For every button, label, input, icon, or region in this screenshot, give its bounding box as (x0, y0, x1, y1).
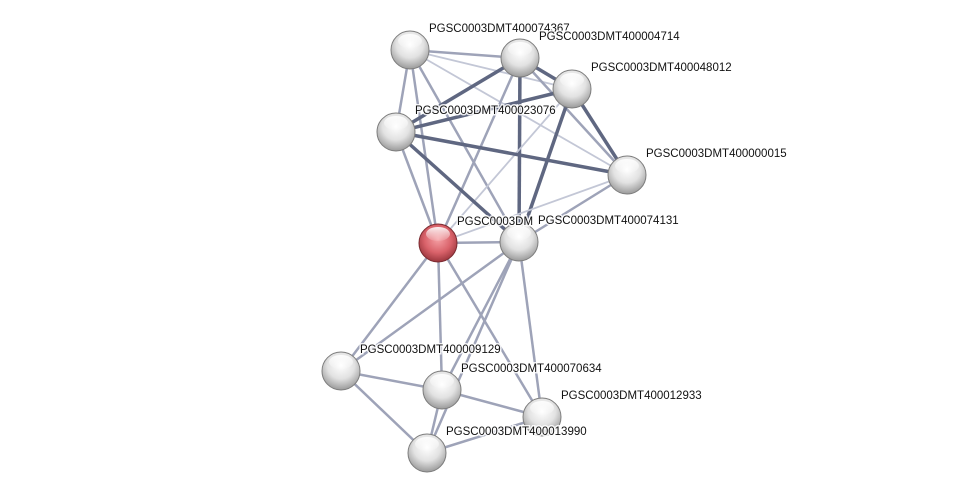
node-highlight (426, 227, 450, 241)
node-label: PGSC0003DMT400013990 (446, 426, 587, 438)
edge-C-D[interactable] (395, 87, 573, 134)
node-highlight (530, 401, 554, 415)
edge-G-K[interactable] (425, 241, 521, 454)
edge-F-J[interactable] (436, 242, 544, 418)
edge-G-H[interactable] (340, 240, 520, 373)
edge-E-F[interactable] (437, 174, 628, 244)
edge-G-I[interactable] (440, 241, 521, 391)
edge-B-D[interactable] (395, 56, 521, 134)
edge-B-E[interactable] (519, 57, 628, 176)
edges-layer (340, 48, 629, 455)
node-highlight (415, 437, 439, 451)
node-label: PGSC0003DMT400012933 (561, 390, 702, 402)
node-label: PGSC0003DMT400074367 (429, 23, 570, 35)
query-node[interactable] (418, 223, 458, 263)
node-label: PGSC0003DMT400004714 (539, 31, 680, 43)
node-label: PGSC0003DMT400023076 (415, 105, 556, 117)
edge-A-F[interactable] (408, 49, 440, 244)
protein-node[interactable] (552, 69, 592, 109)
edge-H-K[interactable] (340, 370, 428, 454)
edge-G-J[interactable] (517, 241, 544, 418)
node-highlight (507, 226, 531, 240)
edge-A-C[interactable] (409, 49, 573, 90)
node-label: PGSC0003DM (457, 216, 533, 228)
node-label: PGSC0003DMT400009129 (360, 344, 501, 356)
edge-D-F[interactable] (394, 131, 440, 244)
edge-F-I[interactable] (436, 242, 444, 391)
protein-node[interactable] (422, 370, 462, 410)
protein-node[interactable] (607, 155, 647, 195)
protein-node[interactable] (321, 351, 361, 391)
edge-B-F[interactable] (436, 57, 522, 244)
node-highlight (384, 116, 408, 130)
edge-F-H[interactable] (340, 242, 439, 372)
node-label: PGSC0003DMT400048012 (591, 62, 732, 74)
node-label: PGSC0003DMT400070634 (461, 363, 602, 375)
edge-E-G[interactable] (518, 173, 628, 244)
labels-layer: PGSC0003DMT400074367PGSC0003DMT400004714… (359, 22, 789, 440)
node-highlight (615, 159, 639, 173)
protein-node[interactable] (376, 112, 416, 152)
protein-node[interactable] (500, 38, 540, 78)
node-highlight (398, 34, 422, 48)
node-highlight (430, 374, 454, 388)
protein-node[interactable] (407, 433, 447, 473)
protein-node[interactable] (499, 222, 539, 262)
node-label: PGSC0003DMT400000015 (646, 148, 787, 160)
node-label: PGSC0003DMT400074131 (538, 215, 679, 227)
node-highlight (329, 355, 353, 369)
protein-node[interactable] (522, 397, 562, 437)
edge-D-E[interactable] (395, 130, 628, 177)
edge-K-J[interactable] (426, 415, 543, 455)
nodes-layer (321, 30, 647, 473)
edge-C-F[interactable] (437, 88, 573, 244)
edge-C-G[interactable] (517, 88, 574, 243)
node-highlight (560, 73, 584, 87)
node-highlight (508, 42, 532, 56)
protein-node[interactable] (390, 30, 430, 70)
edge-D-G[interactable] (394, 130, 521, 244)
